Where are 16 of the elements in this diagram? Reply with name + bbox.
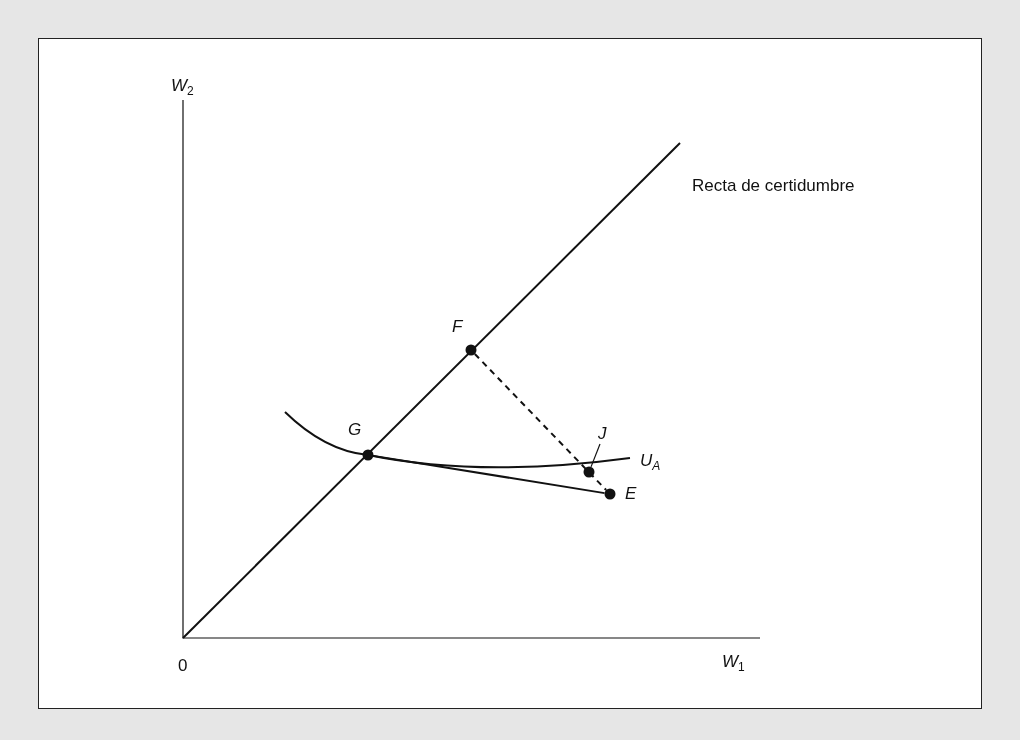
point-label: F xyxy=(452,317,463,337)
point-label: J xyxy=(598,424,607,444)
axis-label: W$_{1}$ xyxy=(722,652,745,672)
point-dot xyxy=(362,449,374,461)
line-segment xyxy=(473,352,608,492)
point-label: E xyxy=(625,484,637,504)
point-dot xyxy=(604,488,616,500)
point-label: G xyxy=(348,420,362,440)
leader-line xyxy=(590,443,601,468)
curve-label: U$_{A}$ xyxy=(640,451,661,471)
origin-label: 0 xyxy=(178,656,188,676)
point-dot xyxy=(465,344,477,356)
line-segment xyxy=(372,454,606,495)
line-label: Recta de certidumbre xyxy=(692,176,855,196)
point-dot xyxy=(583,466,595,478)
axis-label: W$_{2}$ xyxy=(171,76,194,96)
